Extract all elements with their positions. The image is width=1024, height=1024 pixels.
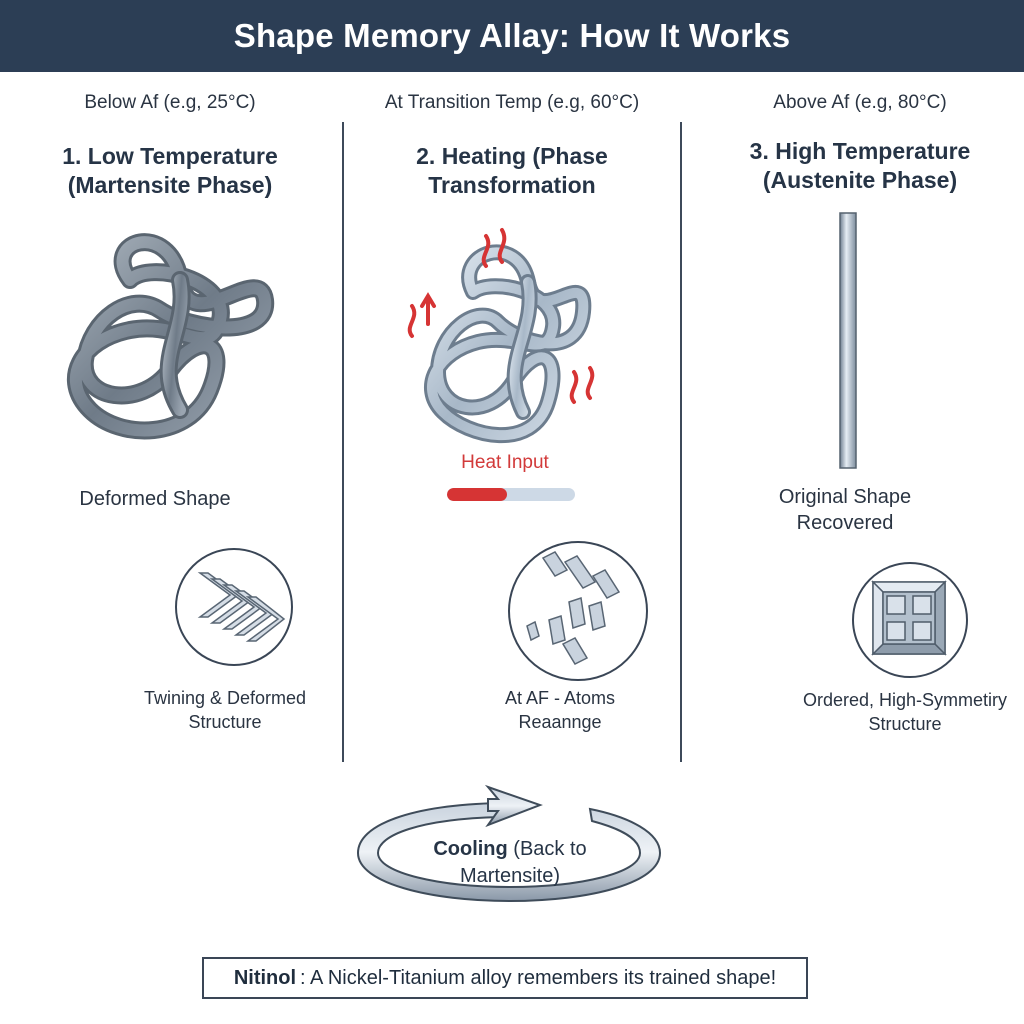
- col1-title: 1. Low Temperature (Martensite Phase): [20, 142, 320, 200]
- footer-text: : A Nickel-Titanium alloy remembers its …: [300, 966, 777, 989]
- col1-title-line2: (Martensite Phase): [67, 172, 273, 198]
- col3-caption-line2: Recovered: [796, 512, 894, 534]
- heating-wire-icon: [407, 228, 595, 444]
- col1-structure-line2: Structure: [188, 712, 262, 732]
- col3-title-line2: (Austenite Phase): [762, 167, 958, 193]
- col1-structure-line1: Twining & Deformed: [143, 688, 307, 708]
- heat-wave-icon: [407, 228, 595, 404]
- col2-title-line2: Transformation: [428, 172, 596, 198]
- heat-progress-fill: [447, 488, 508, 501]
- page-title: Shape Memory Allay: How It Works: [233, 17, 791, 54]
- col2-structure-line1: At AF - Atoms: [504, 688, 616, 708]
- col3-title-line1: 3. High Temperature: [749, 138, 971, 164]
- col3-title: 3. High Temperature (Austenite Phase): [700, 137, 1020, 195]
- col3-structure-caption: Ordered, High-Symmetiry Structure: [790, 688, 1020, 736]
- heat-progress-bar: [447, 488, 575, 501]
- cooling-line2: Martensite): [459, 865, 561, 887]
- col2-structure-line2: Reaannge: [518, 712, 602, 732]
- col2-temperature: At Transition Temp (e.g, 60°C): [384, 92, 640, 113]
- col2-title: 2. Heating (Phase Transformation: [352, 142, 672, 200]
- col3-temperature: Above Af (e.g, 80°C): [773, 92, 947, 113]
- cubic-lattice-icon: [852, 562, 968, 678]
- rearranging-atoms-icon: [508, 541, 648, 681]
- header-bar: Shape Memory Allay: How It Works: [0, 0, 1024, 72]
- cooling-line1: Cooling (Back to: [400, 836, 620, 863]
- col1-shape-caption: Deformed Shape: [79, 488, 231, 510]
- col1-temperature: Below Af (e.g, 25°C): [84, 92, 256, 113]
- cooling-bold: Cooling: [433, 838, 508, 860]
- col3-shape-caption: Original Shape Recovered: [740, 484, 950, 536]
- cooling-label: Cooling (Back to Martensite): [400, 836, 620, 890]
- twinned-lattice-icon: [175, 548, 293, 666]
- col3-structure-line2: Structure: [868, 714, 942, 734]
- col1-title-line1: 1. Low Temperature: [62, 143, 278, 169]
- heat-input-label: Heat Input: [461, 452, 549, 473]
- footer-bold: Nitinol: [233, 966, 297, 989]
- footer-note: Nitinol: A Nickel-Titanium alloy remembe…: [202, 957, 808, 999]
- col1-structure-caption: Twining & Deformed Structure: [120, 686, 330, 734]
- column-divider-1: [342, 122, 344, 762]
- col2-structure-caption: At AF - Atoms Reaannge: [470, 686, 650, 734]
- col2-title-line1: 2. Heating (Phase: [416, 143, 608, 169]
- column-divider-2: [680, 122, 682, 762]
- cooling-rest: (Back to: [507, 838, 587, 860]
- cycle-arrow-icon: [356, 784, 662, 903]
- col3-caption-line1: Original Shape: [778, 486, 912, 508]
- tangled-wire-icon: [66, 233, 275, 440]
- straight-wire-icon: [839, 212, 857, 469]
- col3-structure-line1: Ordered, High-Symmetiry: [802, 690, 1008, 710]
